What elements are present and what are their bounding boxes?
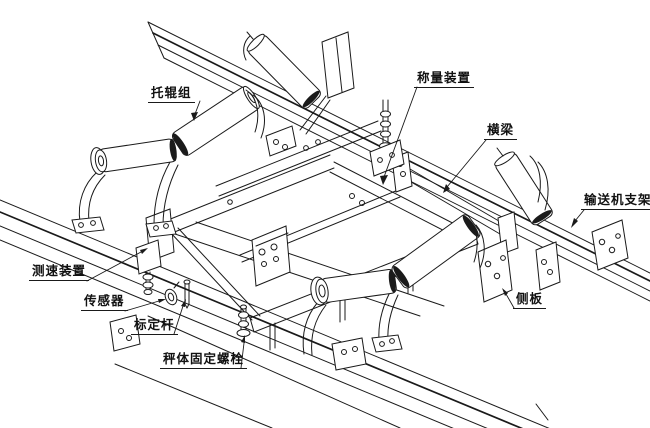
- callout-speed-device: 测速装置: [29, 263, 90, 281]
- callout-calibration-rod: 标定杆: [131, 317, 178, 335]
- callout-idler-roller-group: 托辊组: [148, 85, 195, 103]
- callout-side-plate: 侧板: [513, 291, 547, 309]
- roller-far-inclined: [246, 33, 321, 109]
- weighing-device-part: [369, 99, 405, 177]
- fixing-bolt-part: [236, 304, 251, 337]
- leader-arrowheads: [140, 112, 578, 343]
- callout-sensor: 传感器: [81, 293, 128, 311]
- roller-near-inclined: [171, 85, 260, 156]
- roller-far-inclined: [494, 151, 553, 226]
- callout-cross-beam: 横梁: [484, 122, 518, 140]
- callout-conveyor-support: 输送机支架: [581, 192, 650, 210]
- speed-measuring-device-part: [135, 239, 162, 295]
- roller-center: [310, 268, 397, 306]
- side-plate-assembly: [477, 239, 561, 303]
- callout-weighing-device: 称量装置: [414, 70, 475, 88]
- center-bracket: [251, 225, 291, 287]
- sensor-part: [164, 281, 180, 306]
- roller-near-inclined: [391, 214, 481, 289]
- rail-clamp-plate: [265, 125, 321, 157]
- idler-group-near: [302, 147, 553, 371]
- idler-group-far: [71, 31, 355, 238]
- leader-lines: [86, 86, 585, 369]
- far-rail-foot-bracket: [591, 219, 629, 271]
- callout-fixing-bolt: 秤体固定螺栓: [160, 351, 248, 369]
- roller-center: [90, 138, 177, 175]
